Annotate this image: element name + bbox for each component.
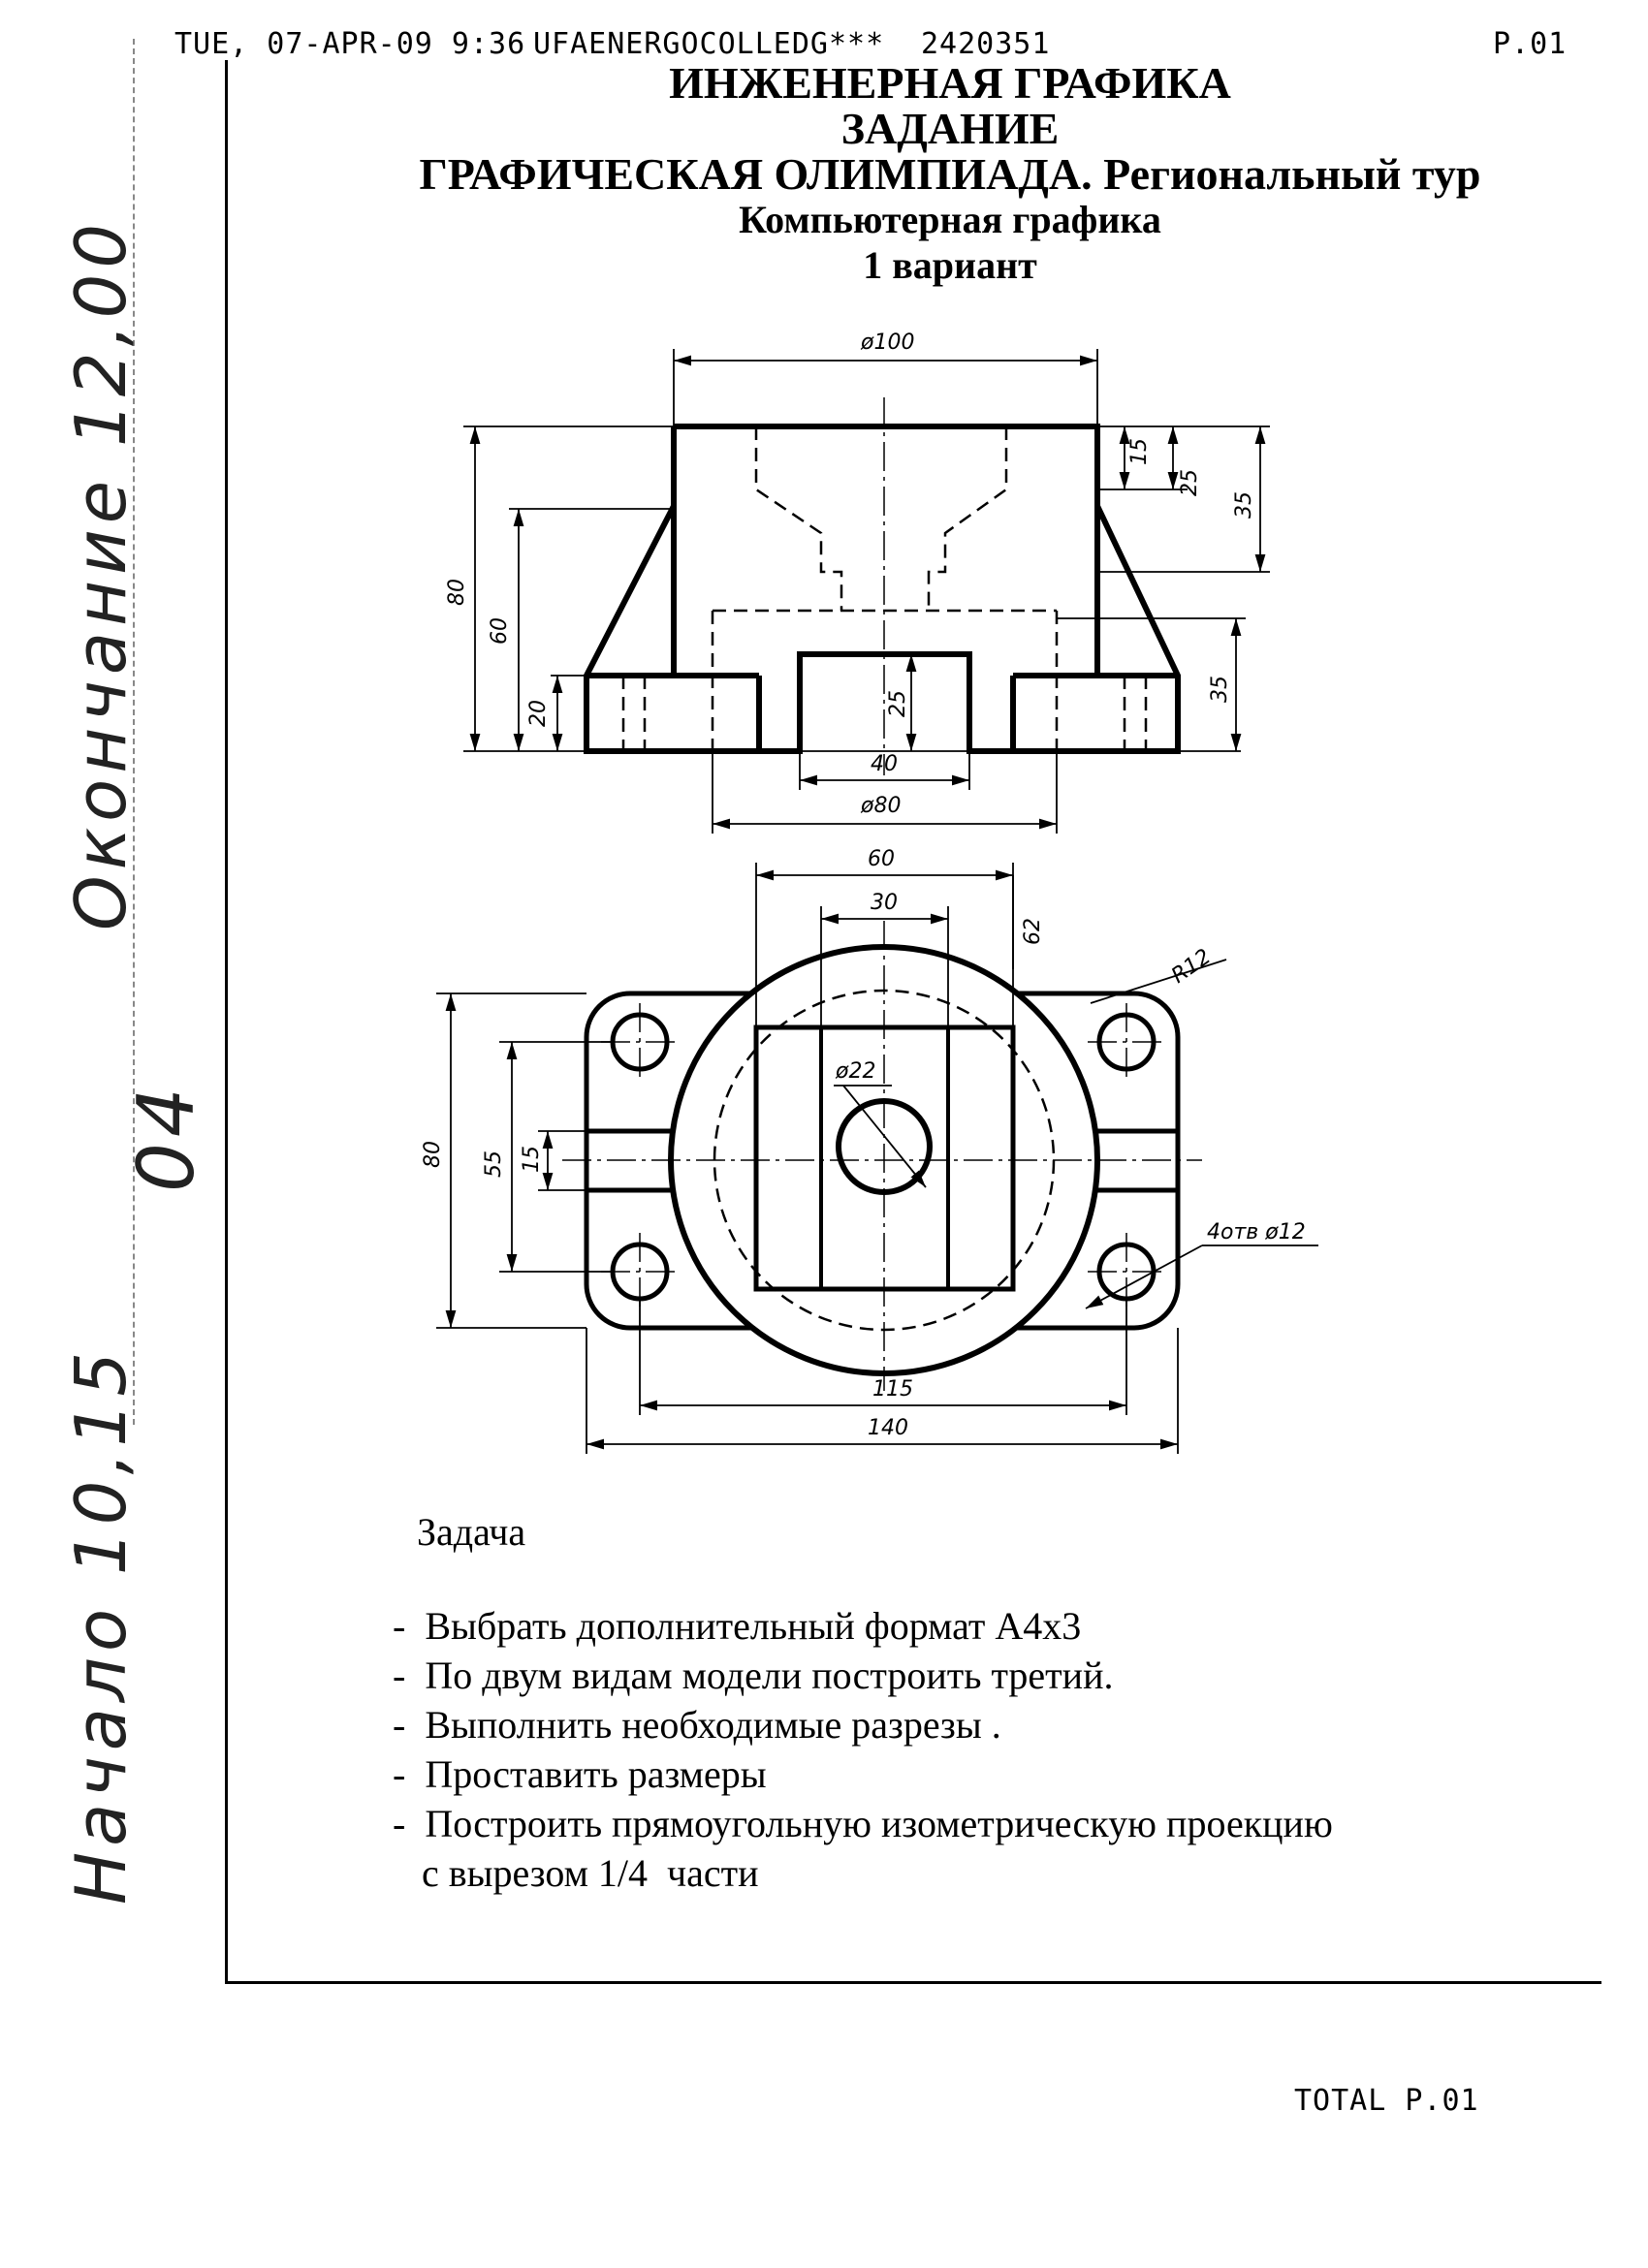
dim-top-d22: ø22 — [835, 1059, 875, 1084]
task-title: Задача — [417, 1510, 526, 1554]
dim-front-d80: ø80 — [860, 794, 901, 818]
dim-top-62: 62 — [1021, 918, 1045, 945]
task-item: - Выполнить необходимые разрезы . — [393, 1703, 1001, 1747]
dim-front-d100: ø100 — [860, 331, 914, 355]
fax-page: P.01 — [1493, 27, 1568, 61]
task-item: - Проставить размеры — [393, 1752, 767, 1796]
title-line-1: ИНЖЕНЕРНАЯ ГРАФИКА — [669, 58, 1231, 108]
task-item: - Построить прямоугольную изометрическую… — [393, 1802, 1333, 1845]
frame-bottom-line — [225, 1981, 1601, 1984]
title-block: ИНЖЕНЕРНАЯ ГРАФИКА ЗАДАНИЕ ГРАФИЧЕСКАЯ О… — [223, 60, 1648, 288]
handwritten-code: 04 — [121, 1082, 211, 1192]
dim-front-60: 60 — [488, 617, 512, 645]
title-line-3: ГРАФИЧЕСКАЯ ОЛИМПИАДА. Региональный тур — [419, 149, 1481, 199]
dim-top-60: 60 — [868, 847, 895, 871]
dim-top-holes: 4отв ø12 — [1207, 1220, 1306, 1244]
title-line-2: ЗАДАНИЕ — [840, 104, 1060, 153]
handwritten-end-time: Окончание 12,00 — [60, 217, 142, 930]
task-item: с вырезом 1/4 части — [393, 1851, 759, 1895]
dim-front-25: 25 — [1178, 469, 1202, 496]
task-item: - Выбрать дополнительный формат А4х3 — [393, 1604, 1082, 1648]
dim-top-115: 115 — [872, 1377, 913, 1402]
task-item: - По двум видам модели построить третий. — [393, 1654, 1114, 1697]
dim-top-30: 30 — [871, 891, 898, 915]
fax-sender: UFAENERGOCOLLEDG*** — [533, 27, 885, 61]
top-dimension-lines — [436, 863, 1318, 1454]
front-view — [463, 349, 1270, 834]
fax-number: 2420351 — [921, 27, 1051, 61]
task-block: Задача - Выбрать дополнительный формат А… — [393, 1507, 1556, 1898]
dim-top-55: 55 — [482, 1150, 506, 1178]
top-ribs — [586, 1128, 1178, 1193]
dim-front-35-top: 35 — [1232, 491, 1256, 519]
top-center-lines — [562, 921, 1202, 1391]
fax-datetime: TUE, 07-APR-09 9:36 — [174, 27, 526, 61]
top-view — [436, 863, 1318, 1454]
dim-front-40: 40 — [871, 752, 898, 776]
dim-top-140: 140 — [868, 1416, 908, 1440]
dim-front-25-slot: 25 — [886, 690, 910, 717]
title-line-5: 1 вариант — [863, 243, 1037, 287]
front-dimension-lines — [463, 349, 1270, 834]
dim-top-15: 15 — [520, 1146, 544, 1173]
handwritten-start-time: Начало 10,15 — [60, 1346, 142, 1905]
dim-front-15: 15 — [1127, 438, 1152, 465]
dim-front-20: 20 — [526, 700, 551, 727]
fax-header: TUE, 07-APR-09 9:36 UFAENERGOCOLLEDG*** … — [174, 27, 1570, 66]
frame-left-line — [225, 60, 228, 1984]
margin-dash-line — [133, 39, 135, 1425]
dim-top-r12: R12 — [1167, 945, 1216, 989]
dim-front-35-right: 35 — [1208, 676, 1232, 703]
task-list: - Выбрать дополнительный формат А4х3 - П… — [393, 1601, 1556, 1898]
title-line-4: Компьютерная графика — [739, 198, 1161, 241]
fax-total-pages: TOTAL P.01 — [1294, 2084, 1479, 2118]
dim-top-80: 80 — [421, 1141, 445, 1168]
dim-front-80: 80 — [445, 579, 469, 606]
